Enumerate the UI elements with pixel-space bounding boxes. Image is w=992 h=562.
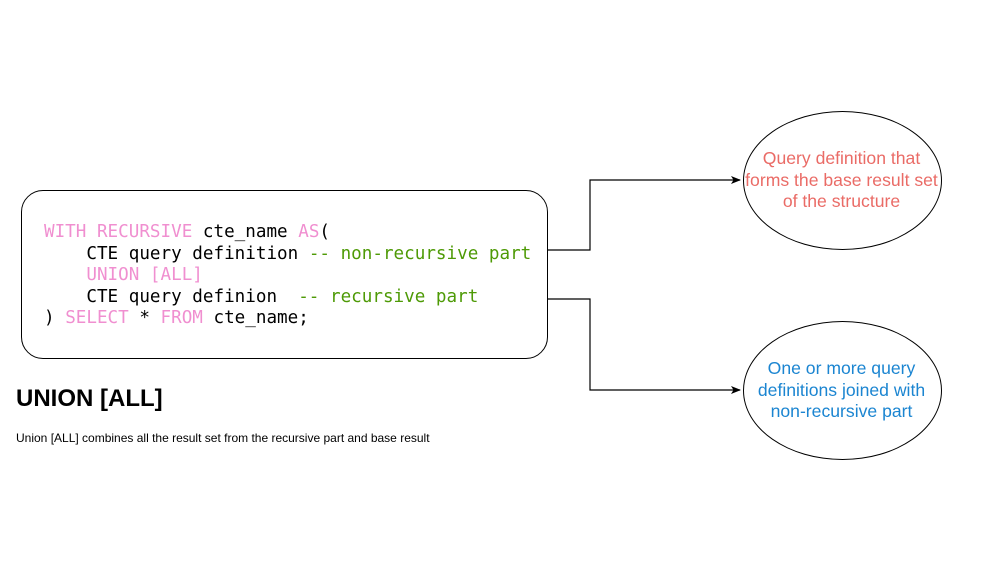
sql-comment: -- recursive part bbox=[298, 286, 479, 307]
arrow-to-base-result bbox=[548, 176, 741, 251]
code-line: ) SELECT * FROM cte_name; bbox=[44, 308, 309, 328]
sql-code-box: WITH RECURSIVE cte_name AS( CTE query de… bbox=[21, 190, 548, 359]
sql-comment: -- non-recursive part bbox=[308, 243, 532, 264]
sql-text: cte_name; bbox=[202, 308, 309, 328]
code-line: CTE query definition -- non-recursive pa… bbox=[44, 244, 531, 264]
union-all-heading: UNION [ALL] bbox=[16, 385, 163, 412]
sql-text: CTE query definition bbox=[44, 243, 309, 264]
sql-keyword: FROM bbox=[160, 308, 203, 328]
recursive-part-label: One or more query definitions joined wit… bbox=[757, 358, 926, 422]
code-line: CTE query definion -- recursive part bbox=[44, 287, 478, 307]
sql-text: ( bbox=[319, 222, 331, 242]
sql-text: CTE query definion bbox=[44, 286, 299, 307]
sql-text: * bbox=[128, 308, 161, 328]
union-all-description: Union [ALL] combines all the result set … bbox=[16, 431, 430, 445]
code-line: UNION [ALL] bbox=[44, 265, 203, 285]
base-result-node: Query definition that forms the base res… bbox=[743, 111, 942, 250]
sql-keyword: SELECT bbox=[65, 308, 129, 328]
recursive-part-node: One or more query definitions joined wit… bbox=[743, 321, 942, 460]
sql-text: ) bbox=[44, 308, 66, 328]
sql-code: WITH RECURSIVE cte_name AS( CTE query de… bbox=[44, 222, 531, 330]
sql-keyword: WITH RECURSIVE bbox=[44, 222, 193, 242]
sql-text: cte_name bbox=[192, 222, 299, 242]
base-result-label: Query definition that forms the base res… bbox=[745, 148, 938, 212]
sql-keyword: AS bbox=[298, 222, 320, 242]
sql-keyword: UNION [ALL] bbox=[44, 265, 203, 285]
arrow-to-recursive-part bbox=[548, 298, 741, 394]
code-line: WITH RECURSIVE cte_name AS( bbox=[44, 222, 330, 242]
